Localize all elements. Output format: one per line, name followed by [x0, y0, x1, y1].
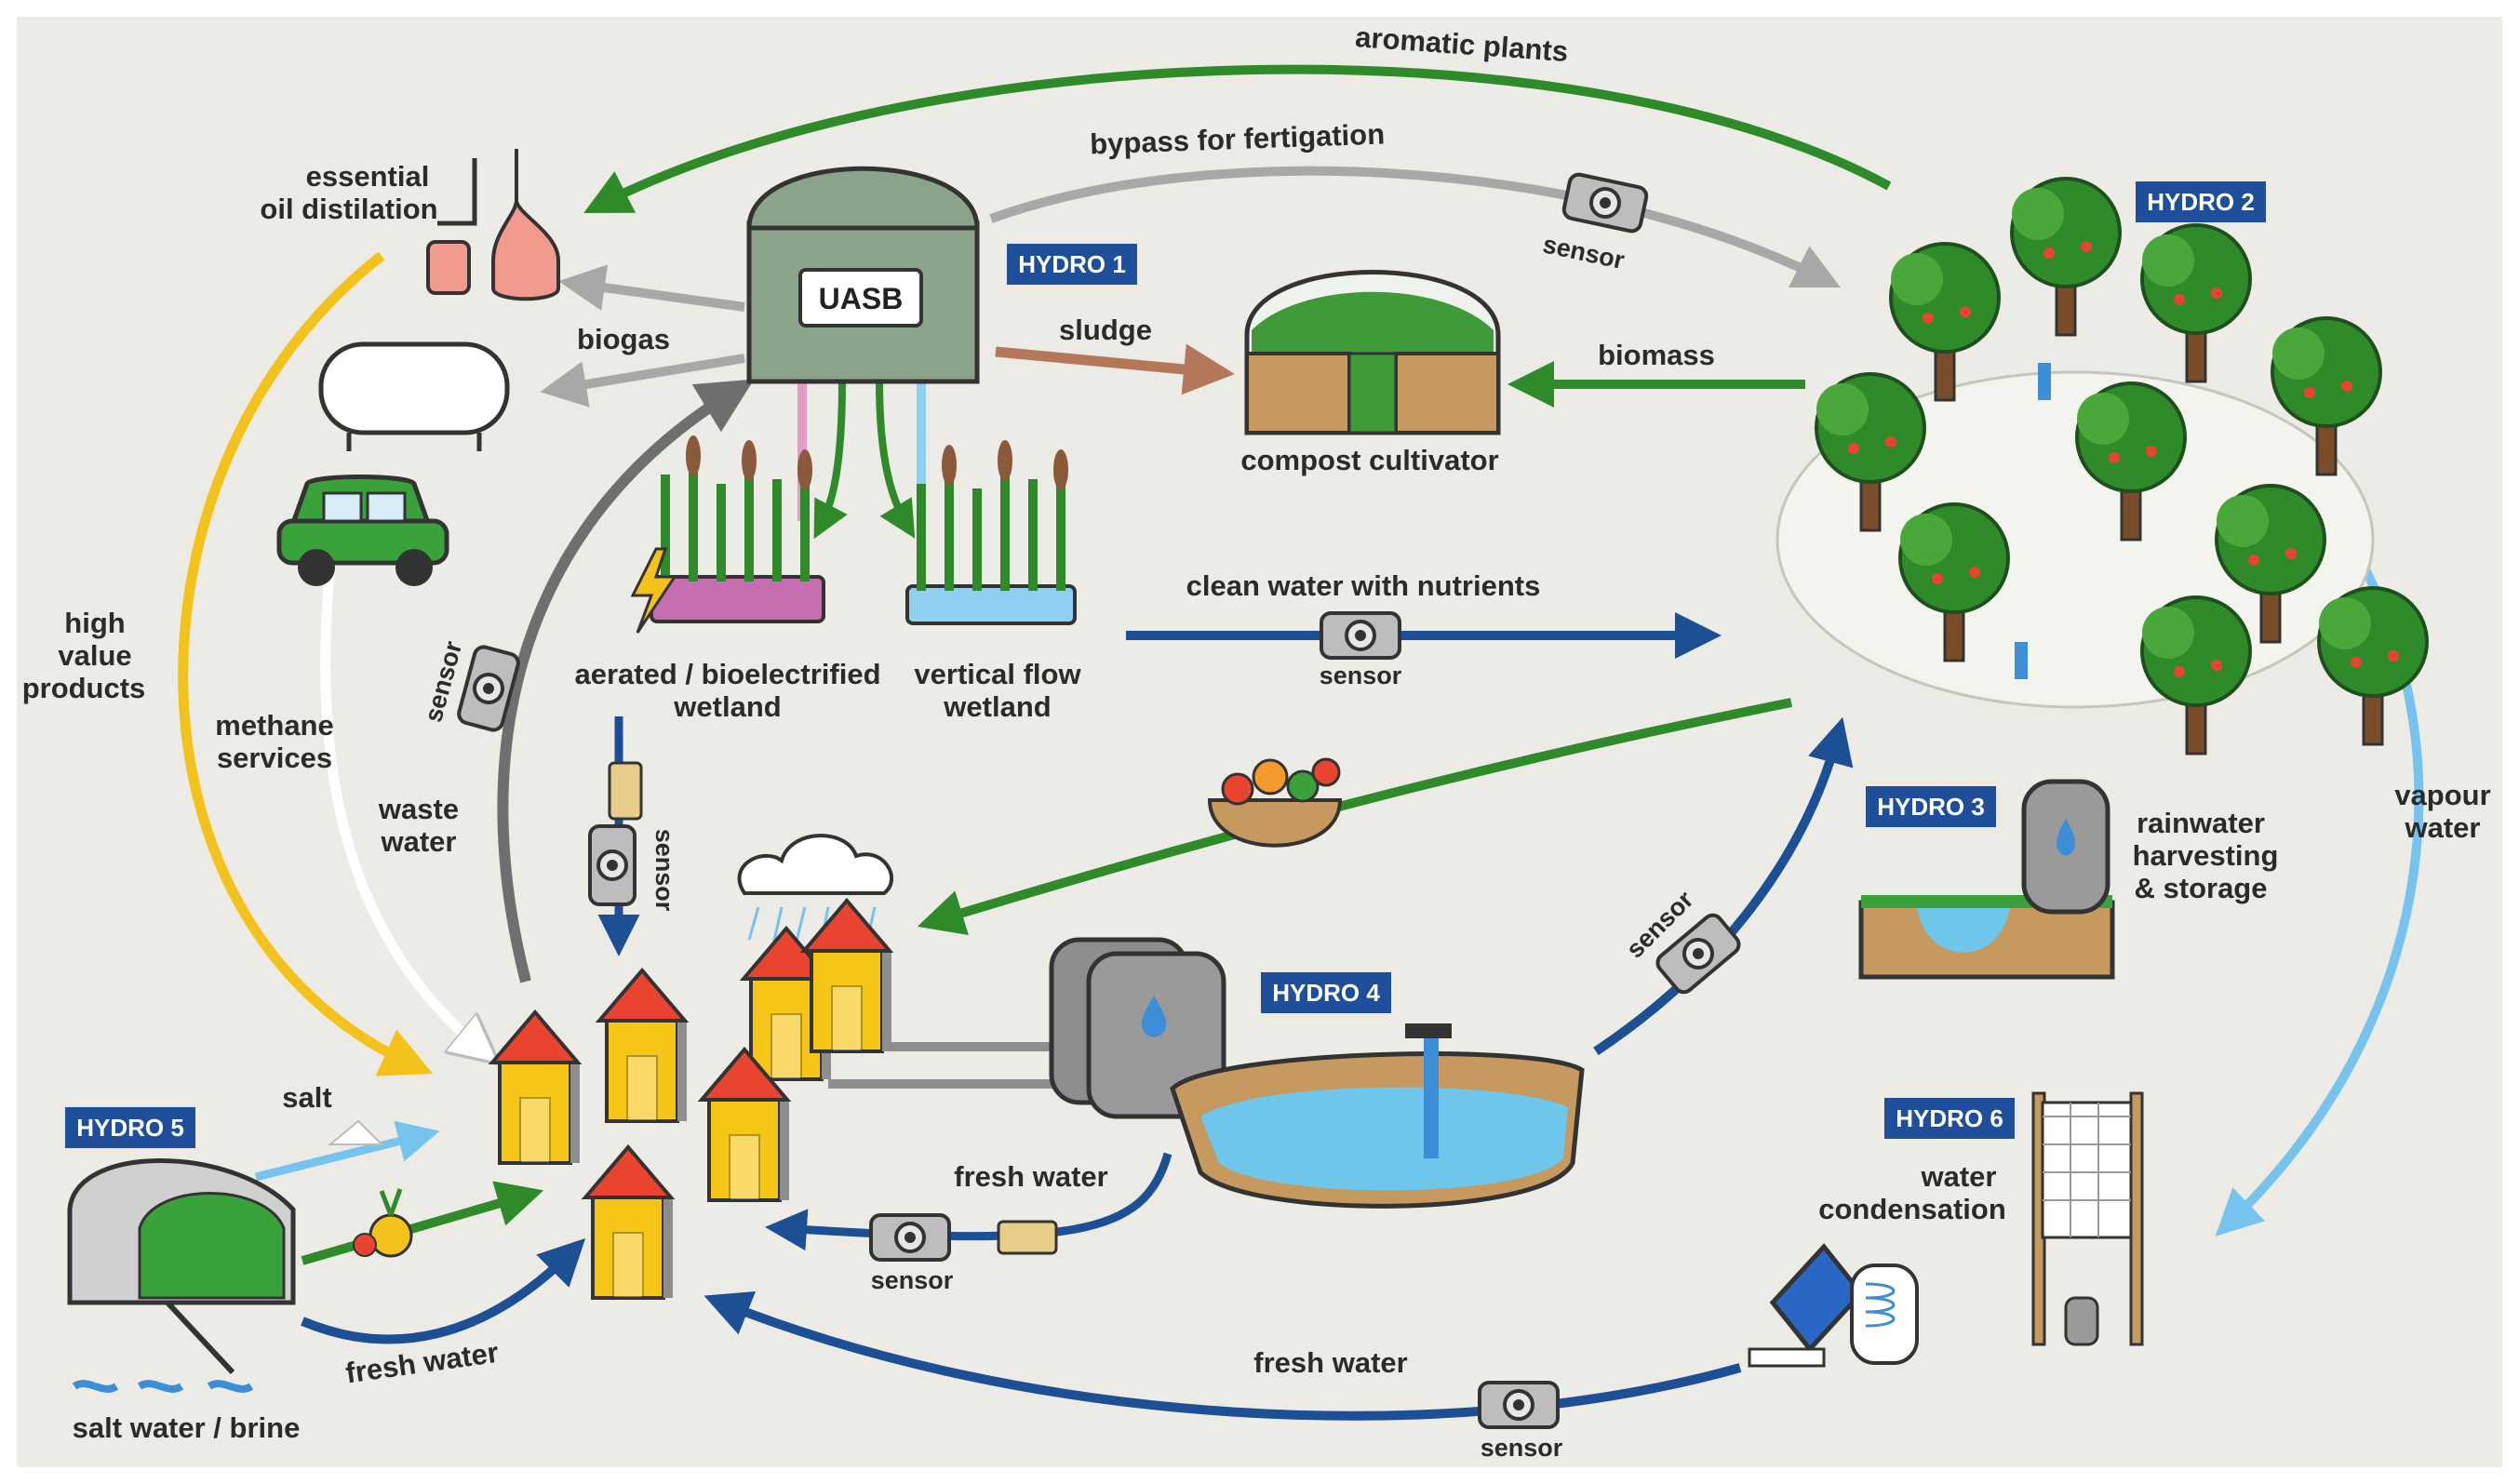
fresh-water-bottom-arrow — [703, 1290, 1742, 1421]
salt-pile-icon — [328, 1119, 384, 1145]
compost-label: compost cultivator — [1240, 444, 1498, 476]
uasb-to-aerated-arrow — [813, 381, 848, 540]
biogas-label: biogas — [577, 323, 670, 355]
reed-wetland-icon — [630, 435, 825, 634]
fruit-basket-icon — [1207, 757, 1343, 848]
sensor-icon — [1320, 611, 1401, 660]
condensation-label-1: water — [1921, 1160, 1997, 1193]
sensor-icon — [869, 1213, 951, 1262]
sludge-label: sludge — [1059, 314, 1152, 346]
sensor-label: sensor — [871, 1266, 954, 1294]
high-value-label-3: products — [22, 672, 146, 704]
produce-arrow — [301, 1181, 544, 1265]
aerated-label-1: aerated / bioelectrified — [574, 658, 880, 690]
sludge-arrow — [995, 343, 1235, 395]
clean-water-label: clean water with nutrients — [1186, 569, 1541, 602]
sensor-icon — [588, 824, 636, 906]
gas-tank-icon — [318, 341, 510, 451]
methane-services-arrow — [320, 520, 484, 1051]
svg-text:HYDRO 4: HYDRO 4 — [1272, 979, 1380, 1007]
fresh-water-left-arrow — [301, 1237, 586, 1344]
uasb-to-vertical-arrow — [876, 381, 916, 539]
svg-text:HYDRO 5: HYDRO 5 — [76, 1114, 184, 1142]
hydro4-badge: HYDRO 4 — [1261, 972, 1391, 1013]
svg-text:HYDRO 3: HYDRO 3 — [1877, 793, 1985, 821]
svg-text:HYDRO 1: HYDRO 1 — [1018, 250, 1126, 278]
biogas-arrow-bottom — [540, 354, 745, 408]
hydro1-badge: HYDRO 1 — [1007, 244, 1137, 285]
greenhouse-icon — [67, 1158, 296, 1393]
sensor-icon — [1478, 1381, 1560, 1429]
sensor-label: sensor — [650, 829, 678, 912]
rainwater-label-2: harvesting — [2133, 839, 2279, 872]
distillation-icon — [426, 149, 560, 301]
fruit-supply-arrow — [917, 698, 1792, 936]
vertical-label-2: wetland — [943, 690, 1051, 723]
rainwater-label-3: & storage — [2135, 872, 2268, 904]
fruit-icon — [353, 1188, 413, 1258]
fresh-water-mid-label: fresh water — [954, 1160, 1107, 1193]
sensor-label: sensor — [1320, 662, 1402, 689]
filter-icon — [997, 1220, 1058, 1255]
biogas-arrow-top — [558, 264, 745, 312]
aerated-label-2: wetland — [673, 690, 781, 723]
reed-wetland-icon — [905, 440, 1077, 625]
water-tank-icon — [828, 937, 1226, 1119]
bypass-fertigation-arrow — [989, 166, 1841, 287]
high-value-products-arrow — [178, 251, 434, 1076]
forest-icon — [1775, 177, 2429, 755]
essential-oil-label-2: oil distilation — [260, 193, 437, 225]
filter-icon — [608, 761, 643, 821]
hydro2-badge: HYDRO 2 — [2136, 181, 2266, 222]
waste-water-arrow — [497, 379, 755, 983]
salt-water-label: salt water / brine — [73, 1411, 301, 1444]
methane-label-2: services — [217, 742, 332, 774]
high-value-label-1: high — [64, 607, 125, 639]
fog-net-icon — [2031, 1091, 2144, 1346]
rainwater-label-1: rainwater — [2137, 807, 2265, 839]
compost-greenhouse-icon — [1244, 270, 1501, 435]
car-icon — [276, 475, 449, 586]
uasb-label: UASB — [819, 282, 904, 315]
rainwater-tank-icon — [1858, 779, 2115, 980]
svg-text:HYDRO 6: HYDRO 6 — [1896, 1104, 2003, 1132]
fresh-water-bottom-label: fresh water — [1253, 1346, 1407, 1379]
pond-icon — [1170, 1023, 1585, 1209]
methane-label-1: methane — [215, 709, 333, 742]
waste-water-label-1: waste — [378, 793, 459, 825]
condensation-label-2: condensation — [1818, 1193, 2006, 1225]
vapour-label-2: water — [2405, 811, 2481, 844]
hydro3-badge: HYDRO 3 — [1866, 786, 1996, 827]
vertical-label-1: vertical flow — [914, 658, 1081, 690]
svg-text:HYDRO 2: HYDRO 2 — [2147, 188, 2255, 216]
waste-water-label-2: water — [381, 825, 457, 858]
vapour-label-1: vapour — [2394, 779, 2490, 811]
salt-label: salt — [282, 1081, 331, 1114]
rain-cloud-icon — [737, 834, 894, 955]
salt-arrow — [254, 1120, 440, 1182]
essential-oil-label-1: essential — [306, 160, 430, 193]
lightning-icon — [630, 547, 677, 634]
pond-to-forest-arrow — [1593, 716, 1854, 1056]
high-value-label-2: value — [58, 639, 131, 672]
uasb-reactor-icon: UASB — [746, 166, 980, 384]
solar-panel-icon — [1748, 1243, 1919, 1368]
sensor-label: sensor — [1481, 1434, 1563, 1462]
biomass-label: biomass — [1598, 339, 1715, 371]
hydro6-badge: HYDRO 6 — [1884, 1098, 2015, 1139]
aromatic-plants-arrow — [583, 64, 1892, 214]
hydro5-badge: HYDRO 5 — [65, 1107, 195, 1148]
